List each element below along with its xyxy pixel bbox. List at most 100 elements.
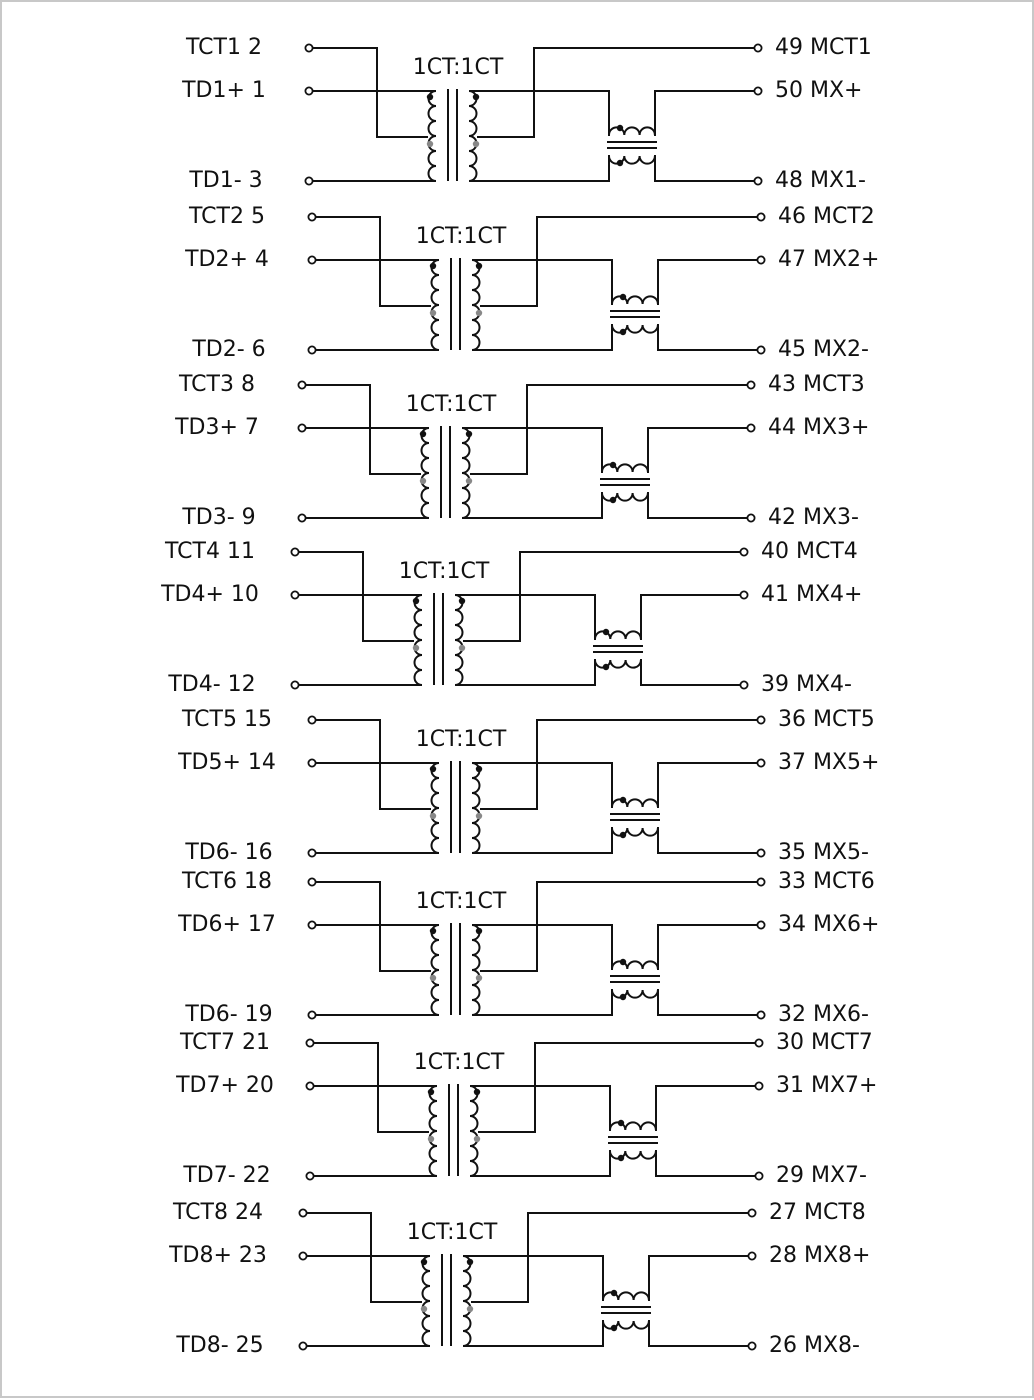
pin-mx-plus-4[interactable] <box>739 590 749 600</box>
pin-tct-3[interactable] <box>297 380 307 390</box>
pin-mx-minus-2[interactable] <box>756 345 766 355</box>
pin-tct-7[interactable] <box>305 1038 315 1048</box>
choke-coil-top-6 <box>611 960 659 970</box>
wire-mx-minus-right-4 <box>640 659 740 686</box>
wire-mct-4 <box>463 551 740 642</box>
pin-td-plus-6[interactable] <box>307 920 317 930</box>
wire-mct-6 <box>480 881 757 972</box>
wire-mx-minus-left-4 <box>455 659 596 686</box>
pin-mx-plus-1[interactable] <box>753 86 763 96</box>
primary-coil-8 <box>421 1255 431 1347</box>
choke-coil-top-8 <box>602 1291 650 1301</box>
center-tap-dot-secondary-7 <box>473 1135 481 1143</box>
pin-mx-plus-3[interactable] <box>746 423 756 433</box>
pin-mx-plus-8[interactable] <box>747 1251 757 1261</box>
wire-mx-plus-left-8 <box>463 1255 604 1301</box>
secondary-coil-2 <box>471 259 481 351</box>
wire-mx-minus-right-3 <box>647 492 747 519</box>
label-td-minus-6: TD6- 19 <box>184 1002 272 1027</box>
label-tct-3: TCT3 8 <box>178 372 255 397</box>
label-td-plus-6: TD6+ 17 <box>177 912 276 937</box>
polarity-dot-primary-3 <box>419 430 427 438</box>
pin-td-plus-4[interactable] <box>290 590 300 600</box>
pin-td-plus-1[interactable] <box>304 86 314 96</box>
label-td-minus-4: TD4- 12 <box>167 672 255 697</box>
pin-td-minus-3[interactable] <box>297 513 307 523</box>
wire-mx-minus-left-3 <box>462 492 603 519</box>
pin-mx-plus-6[interactable] <box>756 920 766 930</box>
pin-mx-minus-3[interactable] <box>746 513 756 523</box>
ratio-label-8: 1CT:1CT <box>407 1220 498 1245</box>
label-tct-5: TCT5 15 <box>181 707 272 732</box>
pin-td-plus-3[interactable] <box>297 423 307 433</box>
label-td-plus-8: TD8+ 23 <box>168 1243 267 1268</box>
label-td-minus-1: TD1- 3 <box>188 168 262 193</box>
label-mx-plus-8: 28 MX8+ <box>769 1243 870 1268</box>
choke-coil-top-1 <box>608 126 656 136</box>
pin-td-minus-7[interactable] <box>305 1171 315 1181</box>
pin-td-minus-1[interactable] <box>304 176 314 186</box>
ratio-label-7: 1CT:1CT <box>414 1050 505 1075</box>
pin-tct-2[interactable] <box>307 212 317 222</box>
pin-mct-3[interactable] <box>746 380 756 390</box>
wire-tct-7 <box>314 1042 429 1133</box>
label-mx-plus-2: 47 MX2+ <box>778 247 879 272</box>
choke-dot-top-7 <box>617 1119 625 1127</box>
label-td-plus-2: TD2+ 4 <box>184 247 269 272</box>
pin-td-minus-5[interactable] <box>307 848 317 858</box>
pin-td-minus-4[interactable] <box>290 680 300 690</box>
pin-mct-6[interactable] <box>756 877 766 887</box>
pin-mct-2[interactable] <box>756 212 766 222</box>
wire-mx-minus-left-5 <box>472 827 613 854</box>
wire-mx-minus-right-8 <box>648 1320 748 1347</box>
pin-mx-plus-7[interactable] <box>754 1081 764 1091</box>
label-mx-minus-1: 48 MX1- <box>775 168 866 193</box>
polarity-dot-secondary-5 <box>475 765 483 773</box>
pin-mx-plus-2[interactable] <box>756 255 766 265</box>
ratio-label-3: 1CT:1CT <box>406 392 497 417</box>
pin-mx-minus-6[interactable] <box>756 1010 766 1020</box>
pin-mct-4[interactable] <box>739 547 749 557</box>
pin-td-minus-6[interactable] <box>307 1010 317 1020</box>
pin-mct-1[interactable] <box>753 43 763 53</box>
label-td-minus-3: TD3- 9 <box>181 505 255 530</box>
label-mx-plus-5: 37 MX5+ <box>778 750 879 775</box>
pin-tct-5[interactable] <box>307 715 317 725</box>
pin-mct-8[interactable] <box>747 1208 757 1218</box>
pin-mx-minus-1[interactable] <box>753 176 763 186</box>
pin-tct-6[interactable] <box>307 877 317 887</box>
label-td-plus-4: TD4+ 10 <box>160 582 259 607</box>
pin-mx-minus-5[interactable] <box>756 848 766 858</box>
choke-dot-top-3 <box>609 461 617 469</box>
pin-td-minus-8[interactable] <box>298 1341 308 1351</box>
label-td-minus-5: TD6- 16 <box>184 840 272 865</box>
pin-mct-7[interactable] <box>754 1038 764 1048</box>
label-mct-8: 27 MCT8 <box>769 1200 866 1225</box>
pin-mx-plus-5[interactable] <box>756 758 766 768</box>
choke-dot-bottom-4 <box>602 663 610 671</box>
pin-mct-5[interactable] <box>756 715 766 725</box>
pin-tct-4[interactable] <box>290 547 300 557</box>
center-tap-dot-secondary-2 <box>475 309 483 317</box>
pin-mx-minus-4[interactable] <box>739 680 749 690</box>
pin-mx-minus-7[interactable] <box>754 1171 764 1181</box>
polarity-dot-primary-6 <box>429 927 437 935</box>
pin-tct-8[interactable] <box>298 1208 308 1218</box>
choke-dot-top-8 <box>610 1289 618 1297</box>
pin-td-minus-2[interactable] <box>307 345 317 355</box>
pin-td-plus-2[interactable] <box>307 255 317 265</box>
wire-mx-minus-left-6 <box>472 989 613 1016</box>
label-tct-8: TCT8 24 <box>172 1200 263 1225</box>
pin-mx-minus-8[interactable] <box>747 1341 757 1351</box>
pin-tct-1[interactable] <box>304 43 314 53</box>
pin-td-plus-8[interactable] <box>298 1251 308 1261</box>
wire-mx-plus-left-1 <box>469 90 610 136</box>
wire-mx-plus-right-2 <box>657 259 757 305</box>
pin-td-plus-7[interactable] <box>305 1081 315 1091</box>
secondary-coil-1 <box>468 90 478 182</box>
pin-td-plus-5[interactable] <box>307 758 317 768</box>
wire-tct-1 <box>313 47 428 138</box>
